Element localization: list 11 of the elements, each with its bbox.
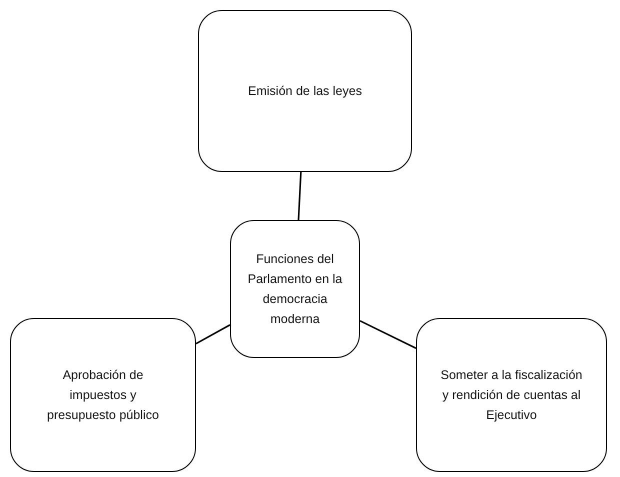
node-text: Emisión de las leyes xyxy=(248,83,362,100)
connector-line xyxy=(196,324,230,344)
node-text: Someter a la fiscalización y rendición de cuentas al Ejecutivo xyxy=(440,367,584,424)
connector-line xyxy=(298,172,302,220)
rounded-box xyxy=(198,10,412,172)
connector-line xyxy=(360,320,416,349)
node-text: Aprobación de impuestos y presupuesto público xyxy=(46,367,160,424)
rounded-box xyxy=(416,318,607,472)
rounded-box xyxy=(10,318,196,472)
node-text: Funciones del Parlamento en la democracia moderna xyxy=(247,251,343,328)
rounded-box xyxy=(230,220,360,358)
